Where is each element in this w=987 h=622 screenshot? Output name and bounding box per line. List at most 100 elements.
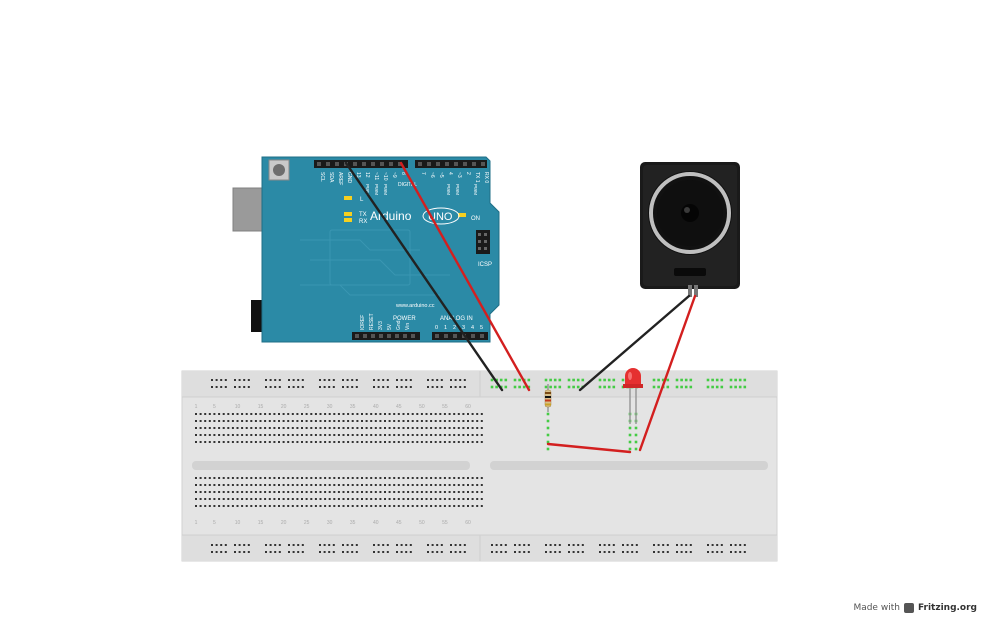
breadboard-hole xyxy=(259,420,262,422)
breadboard-hole xyxy=(443,498,446,500)
breadboard-hole xyxy=(476,434,479,436)
breadboard-hole xyxy=(282,413,285,415)
breadboard-hole xyxy=(365,491,368,493)
breadboard-hole xyxy=(278,477,280,479)
rail-hole xyxy=(274,379,277,381)
breadboard-hole xyxy=(420,484,423,486)
breadboard-hole xyxy=(245,484,248,486)
breadboard-hole xyxy=(434,477,437,479)
breadboard-hole xyxy=(204,413,207,415)
breadboard-hole xyxy=(430,477,433,479)
rail-hole xyxy=(626,544,629,546)
connected-hole xyxy=(553,378,557,382)
connected-hole xyxy=(634,440,638,444)
breadboard-hole xyxy=(305,427,308,429)
rail-hole xyxy=(373,386,375,388)
rail-hole xyxy=(211,379,213,381)
header-pin xyxy=(411,334,415,338)
breadboard-hole xyxy=(361,413,363,415)
breadboard-hole xyxy=(467,420,469,422)
speaker xyxy=(640,162,740,297)
breadboard-hole xyxy=(443,491,446,493)
rail-hole xyxy=(454,386,457,388)
breadboard-hole xyxy=(218,477,221,479)
breadboard-hole xyxy=(393,441,396,443)
breadboard-hole xyxy=(236,498,239,500)
breadboard-hole xyxy=(287,427,290,429)
rail-hole xyxy=(269,544,272,546)
column-number: 55 xyxy=(442,404,448,410)
breadboard-hole xyxy=(356,491,359,493)
breadboard-hole xyxy=(291,491,294,493)
rail-hole xyxy=(265,551,267,553)
rail-hole xyxy=(463,386,466,388)
connected-hole xyxy=(495,385,498,389)
breadboard-hole xyxy=(434,498,437,500)
pin-label: ~6 xyxy=(429,172,435,178)
breadboard-hole xyxy=(305,491,308,493)
breadboard-hole xyxy=(370,427,373,429)
rail-hole xyxy=(545,544,547,546)
breadboard-hole xyxy=(231,420,234,422)
rail-hole xyxy=(707,544,709,546)
rail-hole xyxy=(743,551,746,553)
breadboard-hole xyxy=(236,434,239,436)
breadboard-hole xyxy=(434,491,437,493)
rail-hole xyxy=(716,551,719,553)
breadboard-hole xyxy=(222,505,225,507)
breadboard-hole xyxy=(245,427,248,429)
breadboard-hole xyxy=(453,441,456,443)
breadboard-hole xyxy=(397,434,400,436)
rail-hole xyxy=(278,544,281,546)
rail-hole xyxy=(622,544,624,546)
breadboard-hole xyxy=(259,505,262,507)
rail-hole xyxy=(269,551,272,553)
header-pin xyxy=(317,162,321,166)
breadboard-hole xyxy=(467,441,469,443)
breadboard-hole xyxy=(218,484,221,486)
breadboard-hole xyxy=(439,413,442,415)
rail-hole xyxy=(431,544,434,546)
breadboard-hole xyxy=(264,420,267,422)
breadboard-hole xyxy=(199,420,202,422)
breadboard-hole xyxy=(213,484,216,486)
rail-hole xyxy=(301,551,304,553)
breadboard-hole xyxy=(333,427,336,429)
breadboard-hole xyxy=(287,484,290,486)
breadboard-hole xyxy=(305,434,308,436)
breadboard-hole xyxy=(287,413,290,415)
rail-hole xyxy=(288,544,290,546)
breadboard-hole xyxy=(259,427,262,429)
breadboard-hole xyxy=(407,484,410,486)
breadboard-hole xyxy=(407,427,410,429)
breadboard-hole xyxy=(259,434,262,436)
breadboard-hole xyxy=(397,413,400,415)
breadboard-hole xyxy=(314,505,317,507)
breadboard-hole xyxy=(365,413,368,415)
breadboard-holes xyxy=(195,413,483,507)
rail-hole xyxy=(711,544,714,546)
breadboard-hole xyxy=(291,484,294,486)
connected-hole xyxy=(628,447,632,451)
rail-hole xyxy=(269,379,272,381)
breadboard-hole xyxy=(328,420,331,422)
rail-hole xyxy=(355,544,358,546)
breadboard-hole xyxy=(245,434,248,436)
rail-hole xyxy=(288,551,290,553)
breadboard-hole xyxy=(351,434,354,436)
breadboard-hole xyxy=(273,434,276,436)
breadboard-hole xyxy=(268,505,271,507)
breadboard-hole xyxy=(287,505,290,507)
rail-hole xyxy=(454,379,457,381)
rail-hole xyxy=(323,544,326,546)
breadboard-hole xyxy=(434,441,437,443)
breadboard-hole xyxy=(434,413,437,415)
rail-hole xyxy=(224,544,227,546)
breadboard-hole xyxy=(356,420,359,422)
breadboard-hole xyxy=(273,505,276,507)
rail-hole xyxy=(265,379,267,381)
breadboard-hole xyxy=(222,498,225,500)
breadboard-hole xyxy=(347,441,350,443)
breadboard-hole xyxy=(314,477,317,479)
breadboard-hole xyxy=(439,420,442,422)
